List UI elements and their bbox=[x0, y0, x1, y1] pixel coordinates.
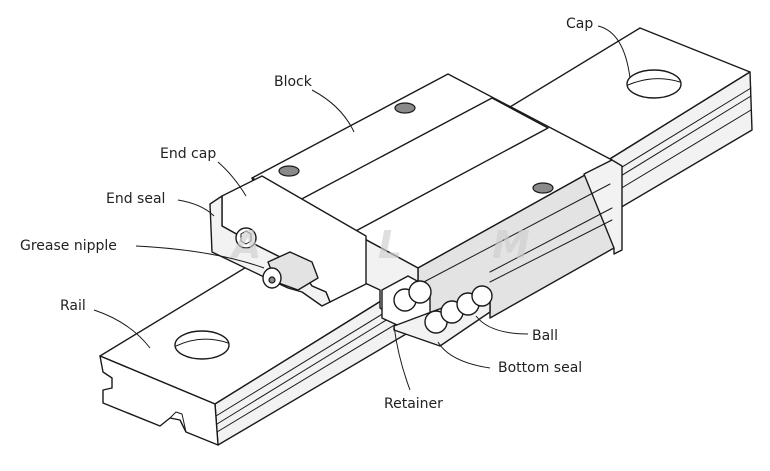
label-rail: Rail bbox=[60, 298, 86, 314]
end-seal-bolt bbox=[235, 227, 257, 249]
label-end-cap: End cap bbox=[160, 146, 216, 162]
watermark-letter: L bbox=[378, 223, 402, 267]
block-mounting-hole bbox=[278, 165, 300, 177]
label-cap: Cap bbox=[566, 16, 593, 32]
label-bottom-seal: Bottom seal bbox=[498, 360, 582, 376]
leader-end-cap bbox=[217, 161, 247, 197]
block-mounting-hole bbox=[394, 102, 416, 114]
leader-cap bbox=[597, 25, 631, 79]
rear-end-cap bbox=[583, 159, 623, 255]
leader-end-seal bbox=[177, 199, 215, 217]
front-end-assembly bbox=[209, 175, 367, 307]
leader-rail bbox=[93, 309, 151, 349]
rail-bolt-hole-front bbox=[174, 330, 230, 360]
rail-end-notch bbox=[169, 411, 187, 433]
block-mounting-hole bbox=[532, 182, 554, 194]
label-block: Block bbox=[274, 74, 313, 90]
labels: Cap Block End cap End seal Grease nipple… bbox=[20, 16, 593, 412]
rail-end-face bbox=[99, 355, 219, 446]
leader-ball bbox=[475, 315, 529, 335]
label-retainer: Retainer bbox=[384, 396, 443, 412]
label-ball: Ball bbox=[532, 328, 558, 344]
block-side-line bbox=[489, 219, 613, 283]
block-side-line bbox=[489, 207, 613, 273]
ball bbox=[471, 285, 493, 307]
watermark-letter: A bbox=[229, 223, 261, 267]
ball bbox=[408, 280, 432, 304]
cap-circle-inner bbox=[627, 78, 681, 86]
end-seal-bolt-socket bbox=[240, 230, 252, 245]
label-end-seal: End seal bbox=[106, 191, 165, 207]
rail-bolt-hole-front-inner bbox=[175, 338, 229, 347]
leader-grease-nipple bbox=[135, 245, 265, 269]
leader-bottom-seal bbox=[437, 341, 491, 369]
leader-lines bbox=[93, 25, 631, 391]
leader-block bbox=[311, 89, 355, 133]
block-side-line bbox=[419, 183, 611, 285]
label-grease-nipple: Grease nipple bbox=[20, 238, 117, 254]
grease-nipple-hole bbox=[268, 276, 276, 284]
watermark-letter: M bbox=[492, 223, 530, 267]
cap-circle bbox=[626, 69, 682, 99]
leader-retainer bbox=[393, 325, 411, 391]
